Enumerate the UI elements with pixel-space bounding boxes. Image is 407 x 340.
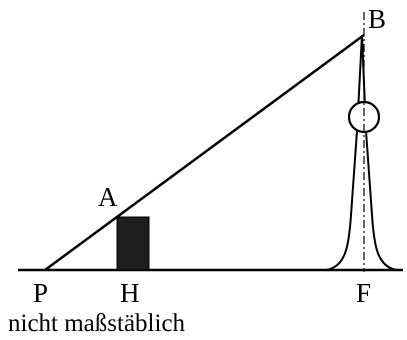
- tower: [325, 34, 398, 271]
- label-P: P: [33, 278, 49, 308]
- label-F: F: [356, 278, 372, 308]
- label-H: H: [120, 278, 140, 308]
- building: [116, 216, 150, 271]
- label-A: A: [98, 182, 118, 212]
- scale-note: nicht maßstäblich: [8, 310, 186, 337]
- sight-line-PB: [44, 33, 365, 272]
- label-B: B: [368, 4, 387, 34]
